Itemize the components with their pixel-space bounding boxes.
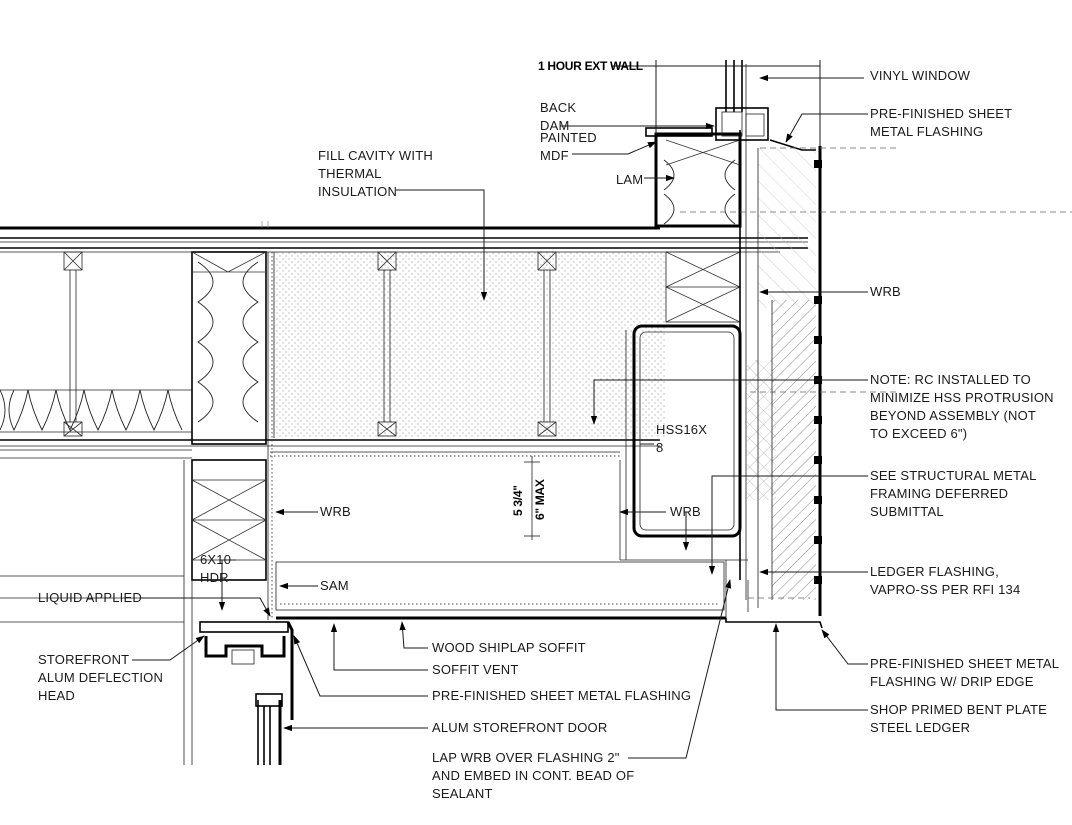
ceiling-lines: [0, 439, 660, 459]
label-storefront-door: ALUM STOREFRONT DOOR: [432, 720, 607, 735]
label-storefront-head-1: STOREFRONT: [38, 652, 129, 667]
label-steel-ledger-2: STEEL LEDGER: [870, 720, 970, 735]
label-dim-6-max: 6" MAX: [533, 479, 547, 520]
label-vinyl-window: VINYL WINDOW: [870, 68, 971, 83]
label-see-structural-1: SEE STRUCTURAL METAL: [870, 468, 1037, 483]
label-liquid-applied: LIQUID APPLIED: [38, 590, 142, 605]
label-ledger-flashing-2: VAPRO-SS PER RFI 134: [870, 582, 1020, 597]
label-note-rc-2: MINIMIZE HSS PROTRUSION: [870, 390, 1054, 405]
label-prefinished-flashing-1: PRE-FINISHED SHEET: [870, 106, 1012, 121]
soffit-assembly: [0, 560, 823, 629]
label-hss-2: 8: [656, 440, 663, 455]
label-lap-wrb-1: LAP WRB OVER FLASHING 2": [432, 750, 620, 765]
label-wrb-center: WRB: [670, 504, 701, 519]
label-fill-cavity-3: INSULATION: [318, 184, 397, 199]
insulation-cavity: [273, 252, 666, 438]
leader-lines: [132, 60, 868, 759]
label-prefinished-flashing-bottom: PRE-FINISHED SHEET METAL FLASHING: [432, 688, 691, 703]
label-back-dam-2: DAM: [540, 118, 570, 133]
label-wrb-left: WRB: [320, 504, 351, 519]
label-wood-shiplap: WOOD SHIPLAP SOFFIT: [432, 640, 586, 655]
label-sam: SAM: [320, 578, 349, 593]
label-note-rc-1: NOTE: RC INSTALLED TO: [870, 372, 1031, 387]
label-steel-ledger-1: SHOP PRIMED BENT PLATE: [870, 702, 1047, 717]
right-studs: [665, 251, 741, 323]
label-note-rc-3: BEYOND ASSEMBLY (NOT: [870, 408, 1036, 423]
dimension-soffit: [524, 456, 540, 540]
label-note-rc-4: TO EXCEED 6"): [870, 426, 967, 441]
label-painted-mdf-1: PAINTED: [540, 130, 597, 145]
label-back-dam-1: BACK: [540, 100, 576, 115]
label-prefinished-flashing-2: METAL FLASHING: [870, 124, 983, 139]
label-lap-wrb-2: AND EMBED IN CONT. BEAD OF: [432, 768, 634, 783]
label-soffit-vent: SOFFIT VENT: [432, 662, 518, 677]
floor-joists: [63, 251, 557, 437]
storefront-head: [199, 621, 294, 765]
label-painted-mdf-2: MDF: [540, 148, 569, 163]
label-fill-cavity-2: THERMAL: [318, 166, 382, 181]
label-lam: LAM: [616, 172, 643, 187]
exterior-wall-upper: [645, 64, 747, 600]
annotation-labels: 1 HOUR EXT WALL VINYL WINDOW BACK DAM PA…: [38, 59, 1059, 801]
vinyl-window: [715, 60, 769, 141]
exterior-cladding: [680, 139, 1072, 616]
label-ledger-flashing-1: LEDGER FLASHING,: [870, 564, 999, 579]
batt-insulation: [0, 389, 192, 433]
label-storefront-head-2: ALUM DEFLECTION: [38, 670, 163, 685]
label-drip-edge-1: PRE-FINISHED SHEET METAL: [870, 656, 1059, 671]
label-storefront-head-3: HEAD: [38, 688, 75, 703]
label-hss-1: HSS16X: [656, 422, 707, 437]
label-wrb-right: WRB: [870, 284, 901, 299]
label-header-2: HDR: [200, 570, 229, 585]
label-header-1: 6X10: [200, 552, 231, 567]
label-dim-5-3-4: 5 3/4": [511, 485, 525, 516]
label-see-structural-3: SUBMITTAL: [870, 504, 944, 519]
label-fill-cavity-1: FILL CAVITY WITH: [318, 148, 433, 163]
label-lap-wrb-3: SEALANT: [432, 786, 493, 801]
label-drip-edge-2: FLASHING W/ DRIP EDGE: [870, 674, 1034, 689]
label-see-structural-2: FRAMING DEFERRED: [870, 486, 1008, 501]
label-exterior-wall: 1 HOUR EXT WALL: [538, 59, 643, 73]
header-posts: [183, 251, 273, 765]
